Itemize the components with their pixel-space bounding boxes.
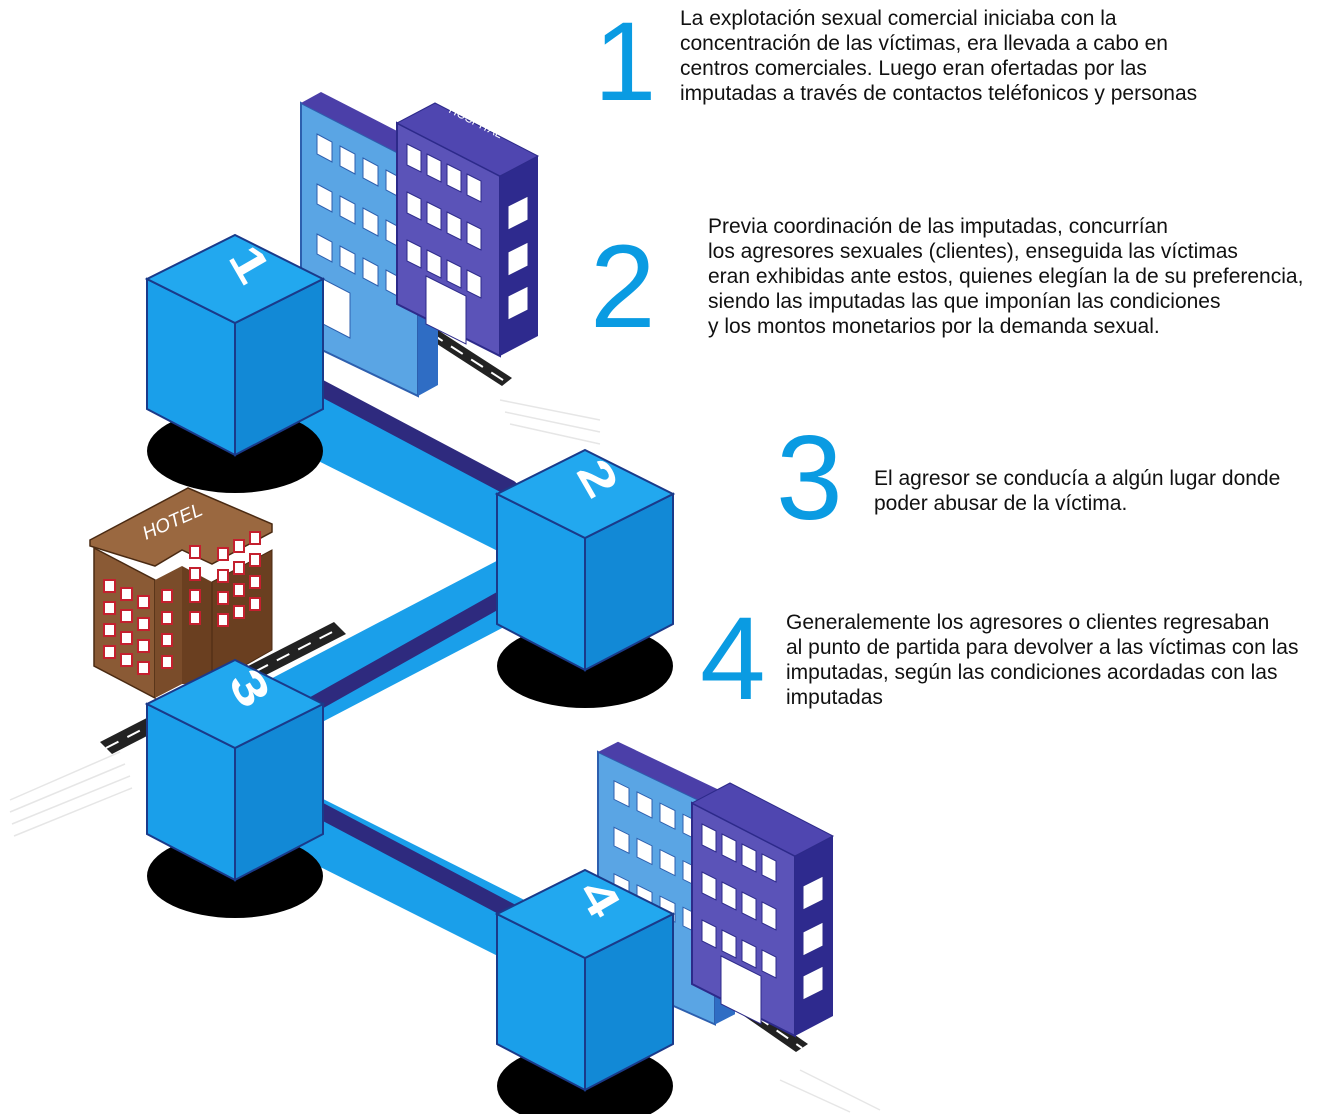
cube-2: 2	[496, 449, 674, 709]
step-1-line: centros comerciales. Luego eran ofertada…	[680, 57, 1147, 80]
cube-1: 1	[146, 234, 324, 494]
cube-4: 4	[496, 869, 674, 1114]
step-1-number: 1	[594, 0, 657, 124]
step-2-line: siendo las imputadas las que imponían la…	[708, 290, 1221, 313]
step-4-line: al punto de partida para devolver a las …	[786, 636, 1299, 659]
step-2-description: Previa coordinación de las imputadas, co…	[708, 214, 1303, 339]
hospital-building-bottom: HOSPITAL	[691, 765, 834, 1037]
step-4-line: Generalemente los agresores o clientes r…	[786, 611, 1270, 634]
step-1-line: imputadas a través de contactos teléfoni…	[680, 82, 1198, 105]
step-3-line: poder abusar de la víctima.	[874, 492, 1128, 515]
step-4-line: imputadas, según las condiciones acordad…	[786, 661, 1278, 684]
step-4-description: Generalemente los agresores o clientes r…	[786, 610, 1298, 710]
step-3-line: El agresor se conducía a algún lugar don…	[874, 467, 1281, 490]
step-2-line: Previa coordinación de las imputadas, co…	[708, 215, 1168, 238]
mall-sign-bottom: MALL	[632, 704, 675, 737]
step-1-line: La explotación sexual comercial iniciaba…	[680, 7, 1117, 30]
step-2-line: los agresores sexuales (clientes), enseg…	[708, 240, 1238, 263]
step-3-description: El agresor se conducía a algún lugar don…	[874, 466, 1280, 516]
step-2-number: 2	[590, 221, 656, 353]
step-1-line: concentración de las víctimas, era lleva…	[680, 32, 1168, 55]
ground-hatching	[9, 399, 881, 1113]
step-3-number: 3	[776, 411, 843, 545]
hotel-building: HOTEL	[89, 487, 273, 700]
step-1-description: La explotación sexual comercial iniciaba…	[680, 6, 1197, 106]
step-2-line: y los montos monetarios por la demanda s…	[708, 315, 1160, 338]
mall-sign-top: MALL	[340, 46, 383, 79]
step-2-line: eran exhibidas ante estos, quienes elegí…	[708, 265, 1304, 288]
cube-3: 3	[146, 659, 324, 919]
step-4-line: imputadas	[786, 686, 883, 709]
step-4-number: 4	[700, 593, 766, 725]
